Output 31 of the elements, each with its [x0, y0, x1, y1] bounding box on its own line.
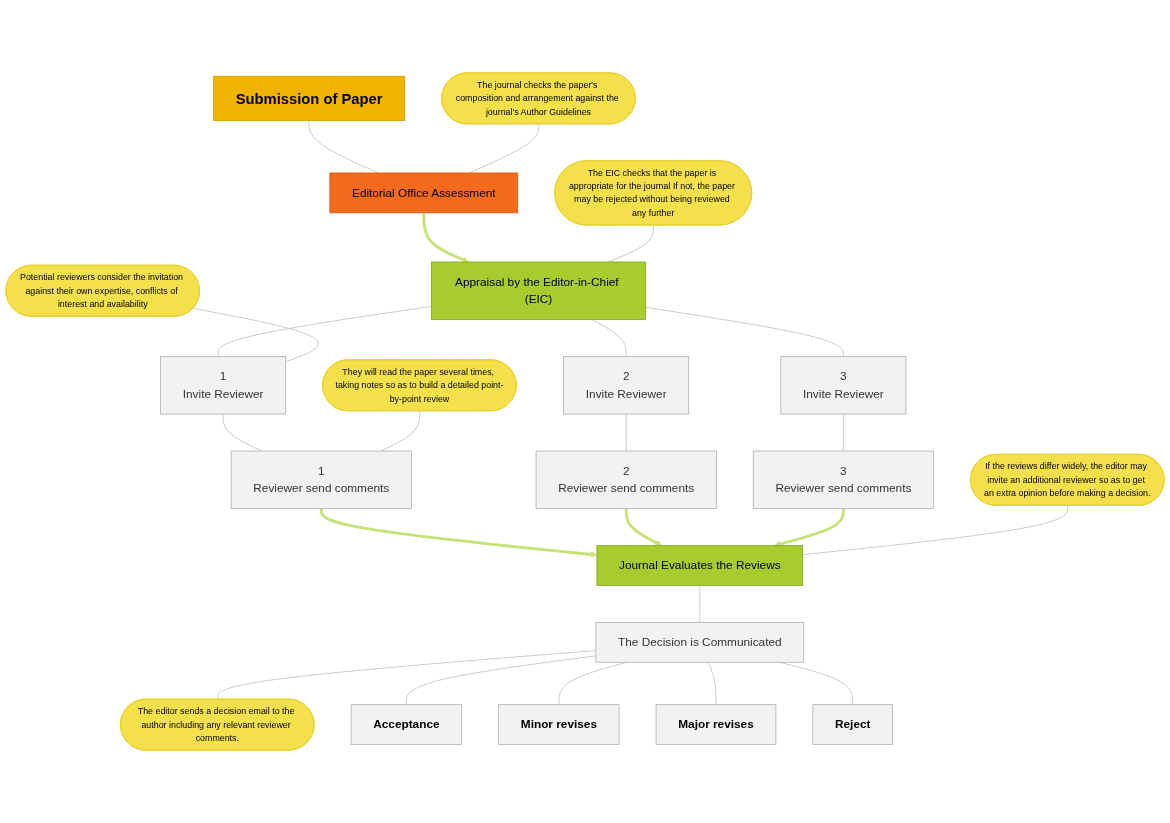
connector [843, 413, 844, 452]
arrow [422, 212, 469, 263]
connector [217, 306, 432, 357]
connector [217, 650, 597, 700]
arrow [319, 508, 598, 558]
connector [625, 413, 627, 452]
connector [192, 308, 319, 363]
arrow [624, 508, 662, 546]
connector [406, 655, 597, 706]
node-box: Submission of Paper [213, 75, 406, 121]
node-box: Appraisal by the Editor-in-Chief (EIC) [431, 261, 646, 320]
connector [380, 410, 421, 452]
node-box: 2 Invite Reviewer [563, 356, 690, 415]
node-box: Major revises [655, 704, 777, 745]
connector [699, 585, 701, 623]
node-box: Acceptance [350, 704, 463, 745]
connector [591, 319, 627, 357]
node-box: 1 Invite Reviewer [160, 356, 287, 415]
node-box: Journal Evaluates the Reviews [596, 545, 804, 586]
connector [802, 505, 1068, 556]
node-box: 3 Reviewer send comments [752, 450, 934, 509]
node-box: Editorial Office Assessment [329, 172, 519, 214]
connector [707, 661, 717, 706]
node-box: Minor revises [498, 704, 620, 745]
node-box: 2 Reviewer send comments [535, 450, 717, 509]
connector [645, 307, 844, 357]
connector [222, 413, 262, 452]
node-box: 3 Invite Reviewer [780, 356, 907, 415]
node-box: 1 Reviewer send comments [230, 450, 412, 509]
node-box: The Decision is Communicated [595, 622, 805, 663]
node-box: Reject [812, 704, 893, 745]
